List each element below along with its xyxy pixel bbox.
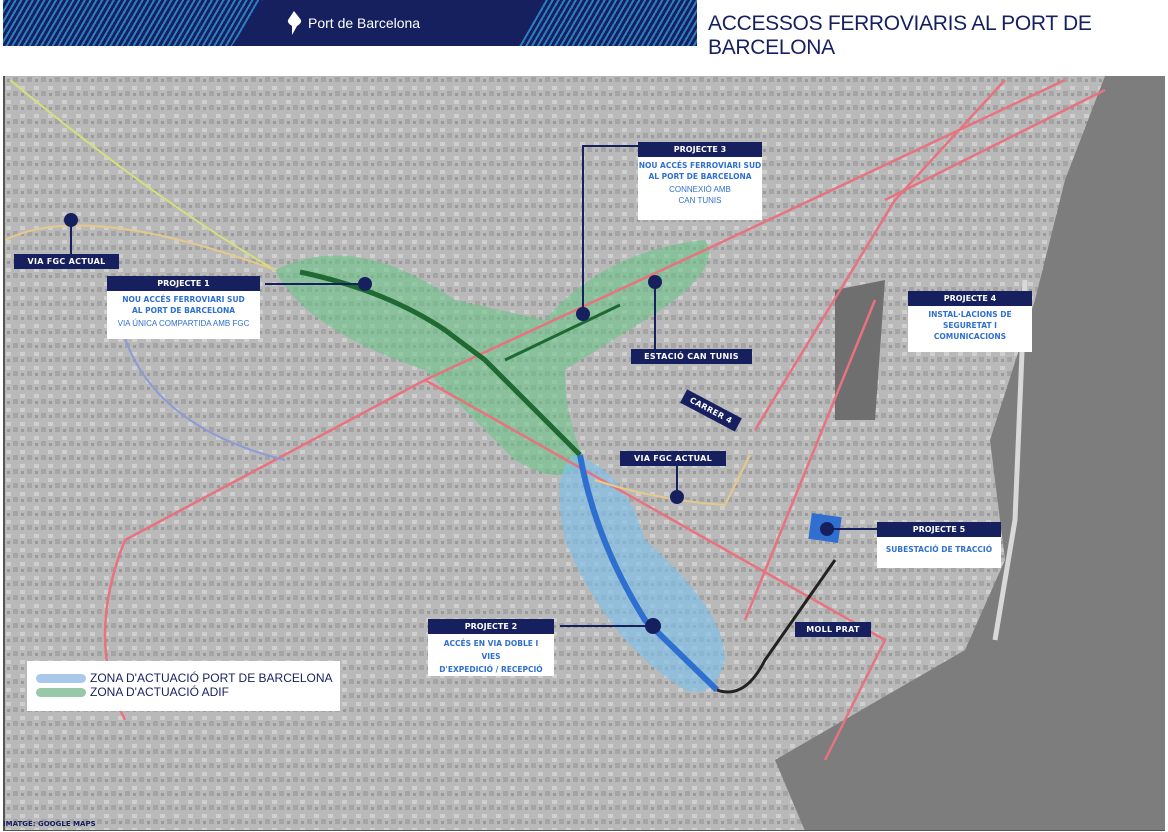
port-logo: Port de Barcelona xyxy=(286,11,420,35)
map[interactable] xyxy=(3,76,1165,831)
project-3-line-1: NOU ACCÉS FERROVIARI SUD xyxy=(638,161,762,170)
legend-item-adif: ZONA D'ACTUACIÓ ADIF xyxy=(36,685,340,699)
page-title: ACCESSOS FERROVIARIS AL PORT DE BARCELON… xyxy=(708,12,1092,59)
marker-project-5 xyxy=(820,522,834,536)
project-2-line-2: VIES xyxy=(481,652,501,661)
project-1-line xyxy=(299,269,582,457)
project-1-desc: VIA ÚNICA COMPARTIDA AMB FGC xyxy=(117,319,250,328)
project-4-box: PROJECTE 4 INSTAL·LACIONS DE SEGURETAT I … xyxy=(908,291,1032,352)
marker-can-tunis xyxy=(648,275,662,289)
markers xyxy=(64,213,834,634)
moll-prat-line xyxy=(716,559,837,694)
fgc-line-actual xyxy=(594,454,751,507)
marker-project-2 xyxy=(645,618,661,634)
legend-swatch-port xyxy=(36,673,86,683)
project-1-box: PROJECTE 1 NOU ACCÉS FERROVIARI SUD AL PO… xyxy=(107,276,260,339)
project-2-line-3: D'EXPEDICIÓ / RECEPCIÓ xyxy=(439,665,543,674)
project-4-title: PROJECTE 4 xyxy=(908,291,1032,306)
project-5-line-1: SUBESTACIÓ DE TRACCIÓ xyxy=(885,545,993,554)
project-4-line-2: SEGURETAT I COMUNICACIONS xyxy=(933,321,1007,341)
marker-project-1 xyxy=(358,277,372,291)
marker-fgc-1 xyxy=(64,213,78,227)
marker-project-3 xyxy=(576,307,590,321)
project-3-title: PROJECTE 3 xyxy=(638,142,762,157)
legend-label-adif: ZONA D'ACTUACIÓ ADIF xyxy=(90,685,229,699)
label-moll-prat: MOLL PRAT xyxy=(795,622,871,637)
harbor-basin xyxy=(835,280,885,420)
project-3-box: PROJECTE 3 NOU ACCÉS FERROVIARI SUD AL PO… xyxy=(638,142,762,220)
project-2-title: PROJECTE 2 xyxy=(428,619,554,634)
fgc-line-yellow xyxy=(5,224,276,271)
logo-text: Port de Barcelona xyxy=(308,15,421,31)
project-5-title: PROJECTE 5 xyxy=(877,522,1001,537)
port-logo-icon xyxy=(287,11,302,35)
sea-area xyxy=(775,76,1165,830)
legend-swatch-adif xyxy=(36,687,86,697)
map-canvas xyxy=(5,76,1165,830)
port-zone xyxy=(559,455,725,692)
legend-item-port: ZONA D'ACTUACIÓ PORT DE BARCELONA xyxy=(36,671,340,685)
label-via-fgc-actual: VIA FGC ACTUAL xyxy=(14,254,119,269)
project-3-line xyxy=(504,303,621,362)
project-1-line-1: NOU ACCÉS FERROVIARI SUD xyxy=(122,295,245,304)
project-3-line-2: AL PORT DE BARCELONA xyxy=(648,172,752,181)
leader-lines xyxy=(70,145,883,627)
marker-fgc-2 xyxy=(670,490,684,504)
legend: ZONA D'ACTUACIÓ PORT DE BARCELONA ZONA D… xyxy=(27,661,340,711)
banner-stripes-right xyxy=(517,0,697,46)
fgc-line-green xyxy=(9,79,276,271)
project-2-box: PROJECTE 2 ACCÉS EN VIA DOBLE I VIES D'EXP… xyxy=(428,619,554,676)
header-banner: Port de Barcelona xyxy=(3,0,697,46)
breakwater xyxy=(992,279,1028,641)
label-via-fgc-actual-2: VIA FGC ACTUAL xyxy=(620,451,726,466)
project-3-desc-2: CAN TUNIS xyxy=(678,196,722,205)
project-1-line-2: AL PORT DE BARCELONA xyxy=(131,306,236,315)
project-4-line-1: INSTAL·LACIONS DE xyxy=(928,310,1012,319)
project-5-box: PROJECTE 5 SUBESTACIÓ DE TRACCIÓ xyxy=(877,522,1001,568)
legend-label-port: ZONA D'ACTUACIÓ PORT DE BARCELONA xyxy=(90,671,333,685)
project-3-desc-1: CONNEXIÓ AMB xyxy=(669,185,731,194)
project-2-line xyxy=(577,454,720,693)
project-1-title: PROJECTE 1 xyxy=(107,276,260,291)
image-credit: IMATGE: GOOGLE MAPS xyxy=(3,820,96,828)
project-2-line-1: ACCÉS EN VIA DOBLE I xyxy=(443,639,539,648)
banner-stripes-left xyxy=(3,0,263,46)
label-estacio-can-tunis: ESTACIÓ CAN TUNIS xyxy=(631,349,752,364)
